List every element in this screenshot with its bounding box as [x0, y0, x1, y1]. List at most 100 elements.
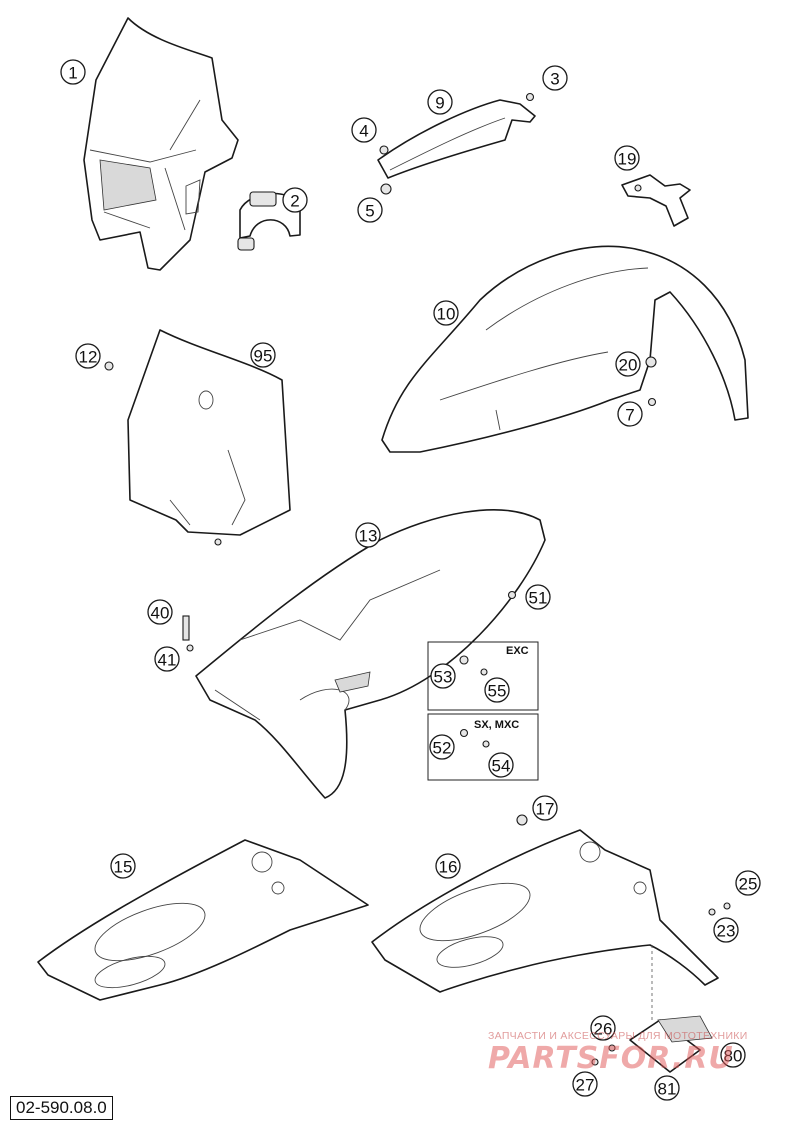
side-panel-left: [37, 839, 369, 1001]
variant-group-label: EXC: [506, 645, 529, 657]
callout-number: 1: [68, 64, 77, 83]
callout-circle: [484, 677, 510, 703]
callout-circle: [355, 522, 381, 548]
callout-number: 13: [359, 527, 378, 546]
callout-number: 7: [625, 406, 634, 425]
callout-circle: [427, 89, 453, 115]
callout-7: 7: [617, 401, 643, 427]
callout-circle: [654, 1075, 680, 1101]
callout-27: 27: [572, 1071, 598, 1097]
callout-54: 54: [488, 752, 514, 778]
callout-53: 53: [430, 663, 456, 689]
callout-circle: [433, 300, 459, 326]
callout-circle: [720, 1042, 746, 1068]
reference-code: 02-590.08.0: [10, 1096, 113, 1120]
callout-number: 5: [365, 202, 374, 221]
callout-number: 81: [658, 1080, 677, 1099]
callout-circle: [572, 1071, 598, 1097]
callout-17: 17: [532, 795, 558, 821]
variant-group-sx-mxc: SX, MXC: [427, 713, 539, 781]
callout-9: 9: [427, 89, 453, 115]
callout-circle: [351, 117, 377, 143]
callout-51: 51: [525, 584, 551, 610]
callout-circle: [488, 752, 514, 778]
callout-95: 95: [250, 342, 276, 368]
watermark: ЗАПЧАСТИ И АКСЕССУАРЫ ДЛЯ МОТОТЕХНИКИ PA…: [488, 1030, 793, 1076]
callout-number: 54: [492, 757, 511, 776]
variant-group-label: SX, MXC: [474, 719, 519, 731]
callout-40: 40: [147, 599, 173, 625]
callout-1: 1: [60, 59, 86, 85]
callout-number: 16: [439, 858, 458, 877]
callout-circle: [60, 59, 86, 85]
number-plate: [127, 329, 291, 546]
callout-circle: [713, 917, 739, 943]
callout-circle: [154, 646, 180, 672]
callout-number: 95: [254, 347, 273, 366]
callout-circle: [735, 870, 761, 896]
callout-circle: [435, 853, 461, 879]
callout-15: 15: [110, 853, 136, 879]
side-panel-right: [371, 829, 719, 993]
rear-fender: [195, 509, 546, 799]
callout-number: 15: [114, 858, 133, 877]
hardware-parts: [104, 356, 731, 1066]
callout-5: 5: [357, 197, 383, 223]
callout-13: 13: [355, 522, 381, 548]
callout-number: 41: [158, 651, 177, 670]
callout-2: 2: [282, 187, 308, 213]
callout-circle: [542, 65, 568, 91]
callout-10: 10: [433, 300, 459, 326]
callout-52: 52: [429, 734, 455, 760]
callout-circle: [617, 401, 643, 427]
callout-circle: [614, 145, 640, 171]
callout-number: 2: [290, 192, 299, 211]
callout-number: 19: [618, 150, 637, 169]
callout-number: 3: [550, 70, 559, 89]
callout-26: 26: [590, 1015, 616, 1041]
callout-55: 55: [484, 677, 510, 703]
callout-circle: [525, 584, 551, 610]
callout-number: 9: [435, 94, 444, 113]
watermark-brand: PARTSFOR.RU: [488, 1041, 734, 1076]
callout-number: 55: [488, 682, 507, 701]
callout-circle: [590, 1015, 616, 1041]
callout-20: 20: [615, 351, 641, 377]
callout-circle: [250, 342, 276, 368]
callout-number: 80: [724, 1047, 743, 1066]
callout-23: 23: [713, 917, 739, 943]
headlight-mask: [83, 17, 239, 271]
callout-number: 23: [717, 922, 736, 941]
bracket-9: [377, 92, 536, 195]
callout-circle: [532, 795, 558, 821]
callout-number: 12: [79, 348, 98, 367]
callout-80: 80: [720, 1042, 746, 1068]
callout-number: 4: [359, 122, 368, 141]
callout-circle: [615, 351, 641, 377]
callout-number: 40: [151, 604, 170, 623]
callout-41: 41: [154, 646, 180, 672]
callout-19: 19: [614, 145, 640, 171]
callout-number: 10: [437, 305, 456, 324]
callout-16: 16: [435, 853, 461, 879]
callout-circle: [147, 599, 173, 625]
front-fender: [381, 245, 749, 453]
callout-3: 3: [542, 65, 568, 91]
callout-number: 27: [576, 1076, 595, 1095]
callout-25: 25: [735, 870, 761, 896]
callout-12: 12: [75, 343, 101, 369]
bracket-19: [621, 174, 691, 227]
callout-number: 52: [433, 739, 452, 758]
variant-group-exc: EXC: [427, 641, 539, 711]
callout-number: 51: [529, 589, 548, 608]
callout-circle: [110, 853, 136, 879]
callout-number: 25: [739, 875, 758, 894]
callout-number: 17: [536, 800, 555, 819]
watermark-tagline: ЗАПЧАСТИ И АКСЕССУАРЫ ДЛЯ МОТОТЕХНИКИ: [488, 1030, 748, 1042]
callout-circle: [429, 734, 455, 760]
callout-number: 53: [434, 668, 453, 687]
callout-number: 26: [594, 1020, 613, 1039]
callout-number: 20: [619, 356, 638, 375]
